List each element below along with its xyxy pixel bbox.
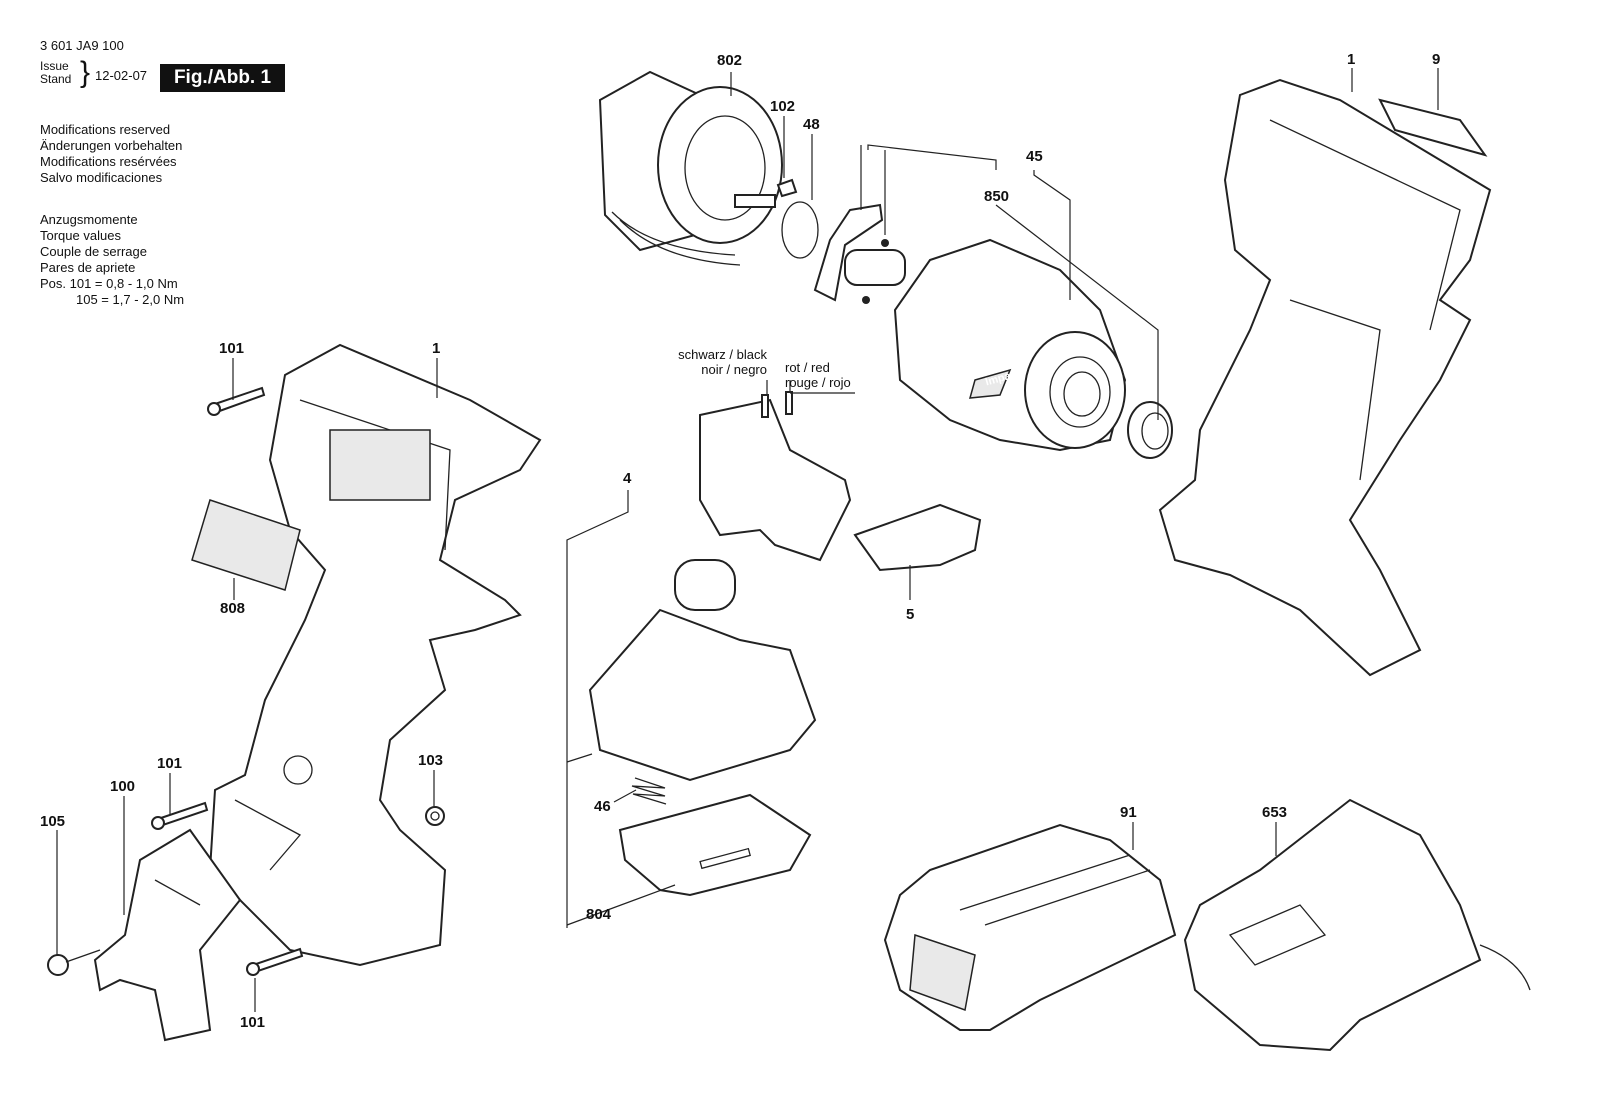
screw-105-part [47,949,101,976]
brace-glyph: } [80,56,91,89]
charger-part [1183,798,1531,1052]
callout-45: 45 [1026,148,1043,165]
callout-101-mid: 101 [157,755,183,772]
board-804-part [618,793,812,897]
right-housing-part [1158,78,1492,677]
black-wire-label: schwarz / black noir / negro [678,347,767,377]
gear-housing-part [893,238,1127,452]
screw-102-part [776,178,798,198]
callout-103: 103 [418,752,444,769]
callout-101-bottom: 101 [240,1014,266,1031]
nut-103-part [425,806,445,826]
callout-802: 802 [717,52,743,69]
collar-part [1127,401,1173,459]
issue-date: 12-02-07 [95,68,148,83]
callout-102: 102 [770,98,796,115]
callout-100: 100 [110,778,136,795]
callout-850: 850 [984,188,1010,205]
motor-part [598,70,783,266]
modification-notes: Modifications reserved Änderungen vorbeh… [40,122,183,185]
callout-46: 46 [594,798,611,815]
callout-9: 9 [1432,51,1441,68]
screw-101-top-part [207,386,266,416]
nameplate-9-part [1378,98,1488,157]
battery-part [883,823,1177,1031]
belt-clip-part [93,828,242,1042]
part-number: 3 601 JA9 100 [40,38,124,53]
callout-1-left: 1 [432,340,441,357]
callout-808: 808 [220,600,246,617]
figure-label: Fig./Abb. 1 [160,64,285,92]
anvil-part [813,203,906,304]
issue-stand-label: Issue Stand [40,59,72,86]
callout-653: 653 [1262,804,1288,821]
slider-5-part [853,503,982,572]
callout-48: 48 [803,116,820,133]
callout-105: 105 [40,813,66,830]
callout-1-right: 1 [1347,51,1356,68]
callout-91: 91 [1120,804,1137,821]
spring-46-part [631,777,667,805]
leader-lines [56,68,1439,1012]
callout-5: 5 [906,606,915,623]
switch-part [588,391,852,782]
label-808-part [191,499,301,591]
callout-101-top: 101 [219,340,245,357]
red-wire-label: rot / red rouge / rojo [785,360,851,390]
callout-4: 4 [623,470,632,487]
screw-101-bottom-part [246,947,304,976]
screw-101-mid-part [151,801,209,830]
callout-804: 804 [586,906,612,923]
left-housing-part [208,343,542,967]
oring-48-part [781,201,819,259]
torque-values: Anzugsmomente Torque values Couple de se… [40,212,185,307]
